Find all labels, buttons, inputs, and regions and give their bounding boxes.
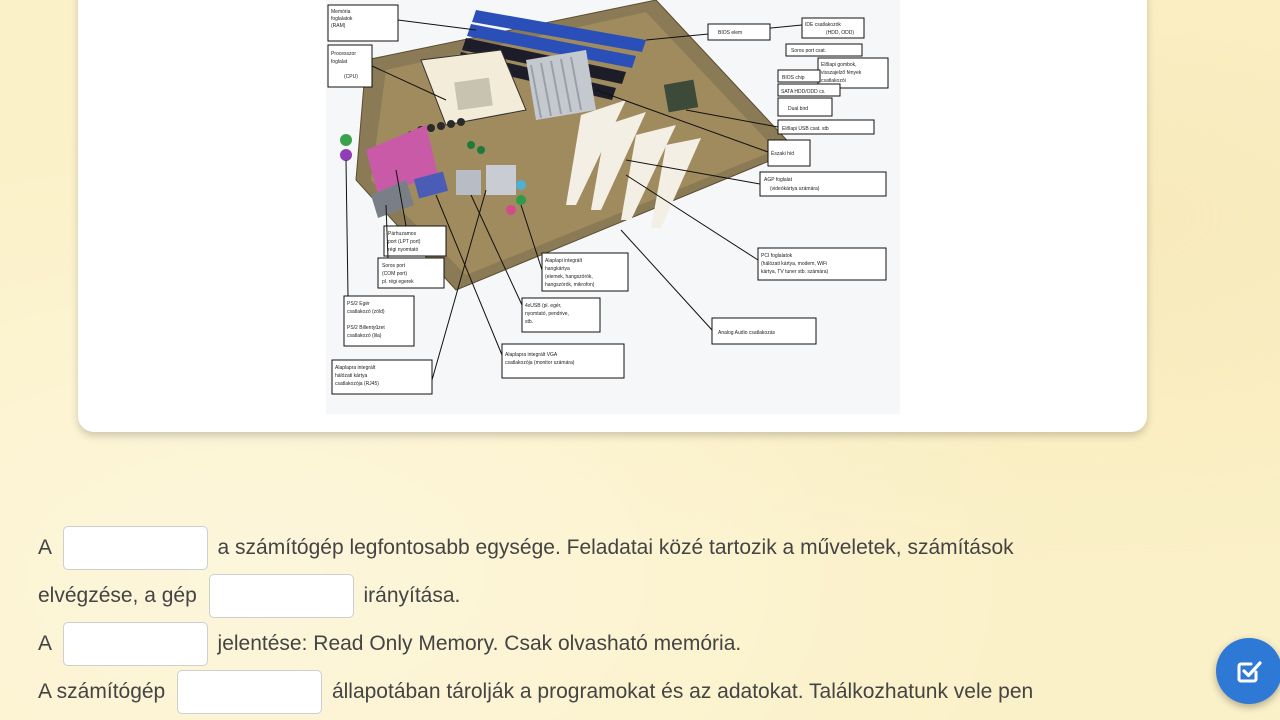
motherboard-illustration: Memória foglalatok (RAM) Processzor fogl… — [327, 0, 889, 395]
callout-cpu-2: foglalat — [331, 59, 348, 65]
exercise-line-1: A a számítógép legfontosabb egysége. Fel… — [38, 526, 1014, 571]
callout-lan-1: Alaplapra integrált — [335, 365, 376, 371]
callout-usb-front: Előlapi USB csat. stb — [782, 126, 829, 132]
callout-hang-2: hangkártya — [545, 266, 570, 272]
callout-usb-3: stb. — [525, 319, 533, 325]
callout-ps2-1: PS/2 Egér — [347, 301, 370, 307]
callout-sata: SATA HDD/ODD cs. — [781, 89, 826, 95]
callout-ide-1: IDE csatlakozók — [805, 22, 841, 28]
line4-suffix: állapotában tárolják a programokat és az… — [331, 680, 1034, 703]
callout-cpu-3: (CPU) — [344, 74, 358, 80]
callout-pci-1: PCI foglalatok — [761, 253, 793, 259]
exercise-line-4: A számítógép állapotában tárolják a prog… — [38, 670, 1034, 715]
callout-soros-port: Soros port csat. — [791, 48, 826, 54]
callout-parhuzamos-2: port (LPT port) — [388, 239, 421, 245]
callout-hang-3: (elemek, hangszórók, — [545, 274, 593, 280]
callout-pci-2: (hálózati kártya, modem, WiFi — [761, 261, 827, 267]
exercise-line-3: A jelentése: Read Only Memory. Csak olva… — [38, 622, 742, 667]
callout-ram-3: (RAM) — [331, 23, 346, 29]
callout-cpu-1: Processzor — [331, 51, 356, 57]
callout-analog: Analog Audio csatlakozás — [718, 330, 775, 336]
callout-soros-com-1: Soros port — [382, 263, 406, 269]
check-answers-button[interactable] — [1216, 638, 1280, 704]
line2-prefix: elvégzése, a gép — [38, 584, 197, 607]
callout-elolapi-1: Előlapi gombok, — [821, 62, 857, 68]
callout-hang-4: hangszórók, mikrofon) — [545, 282, 595, 288]
callout-elolapi-2: visszajelző fények — [821, 70, 862, 76]
callout-dual: Dual bird — [788, 106, 808, 112]
callout-lan-3: csatlakozója (RJ45) — [335, 381, 379, 387]
callout-elolapi-3: csatlakozói — [821, 78, 846, 84]
callout-usb-2: nyomtató, pendrive, — [525, 311, 569, 317]
callout-parhuzamos-3: régi nyomtató — [388, 247, 419, 253]
callout-agp-1: AGP foglalat — [764, 177, 793, 183]
callout-eszaki: Északi híd — [771, 150, 794, 157]
callout-ide-2: (HDD, ODD) — [826, 30, 854, 36]
image-card: Memória foglalatok (RAM) Processzor fogl… — [78, 0, 1147, 432]
checkbox-check-icon — [1237, 661, 1262, 683]
callout-soros-com-2: (COM port) — [382, 271, 407, 277]
callout-ps2-4: PS/2 Billentyűzet — [347, 325, 385, 331]
line4-prefix: A számítógép — [38, 680, 166, 703]
motherboard-diagram: Memória foglalatok (RAM) Processzor fogl… — [326, 0, 900, 414]
line3-prefix: A — [38, 632, 51, 655]
callout-ps2-2: csatlakozó (zöld) — [347, 309, 385, 315]
blank-input-3[interactable] — [62, 622, 208, 667]
callout-lan-2: hálózati kártya — [335, 373, 367, 379]
callout-bios-elem: BIOS elem — [718, 30, 742, 36]
exercise-line-2: elvégzése, a gép irányítása. — [38, 574, 461, 619]
line3-suffix: jelentése: Read Only Memory. Csak olvash… — [217, 632, 742, 655]
callout-parhuzamos-1: Párhuzamos — [388, 231, 417, 237]
callout-pci-3: kártya, TV tuner stb. számára) — [761, 269, 828, 275]
callout-ram-1: Memória — [331, 9, 351, 15]
callout-hang-1: Alaplapi integrált — [545, 258, 583, 264]
line1-suffix: a számítógép legfontosabb egysége. Felad… — [217, 536, 1014, 559]
callout-soros-com-3: pl. régi egerek — [382, 279, 414, 285]
callout-usb-1: 4xUSB (pl. egér, — [525, 303, 561, 309]
callout-bios-chip: BIOS chip — [782, 75, 805, 81]
blank-input-2[interactable] — [208, 574, 354, 619]
callout-ps2-5: csatlakozó (lila) — [347, 333, 382, 339]
line1-prefix: A — [38, 536, 51, 559]
blank-input-1[interactable] — [62, 526, 208, 571]
callout-ram-2: foglalatok — [331, 16, 353, 22]
callout-vga-1: Alaplapra integrált VGA — [505, 352, 558, 358]
callout-agp-2: (videókártya számára) — [770, 186, 820, 192]
line2-suffix: irányítása. — [363, 584, 461, 607]
callout-vga-2: csatlakozója (monitor számára) — [505, 360, 575, 366]
blank-input-4[interactable] — [177, 670, 323, 715]
